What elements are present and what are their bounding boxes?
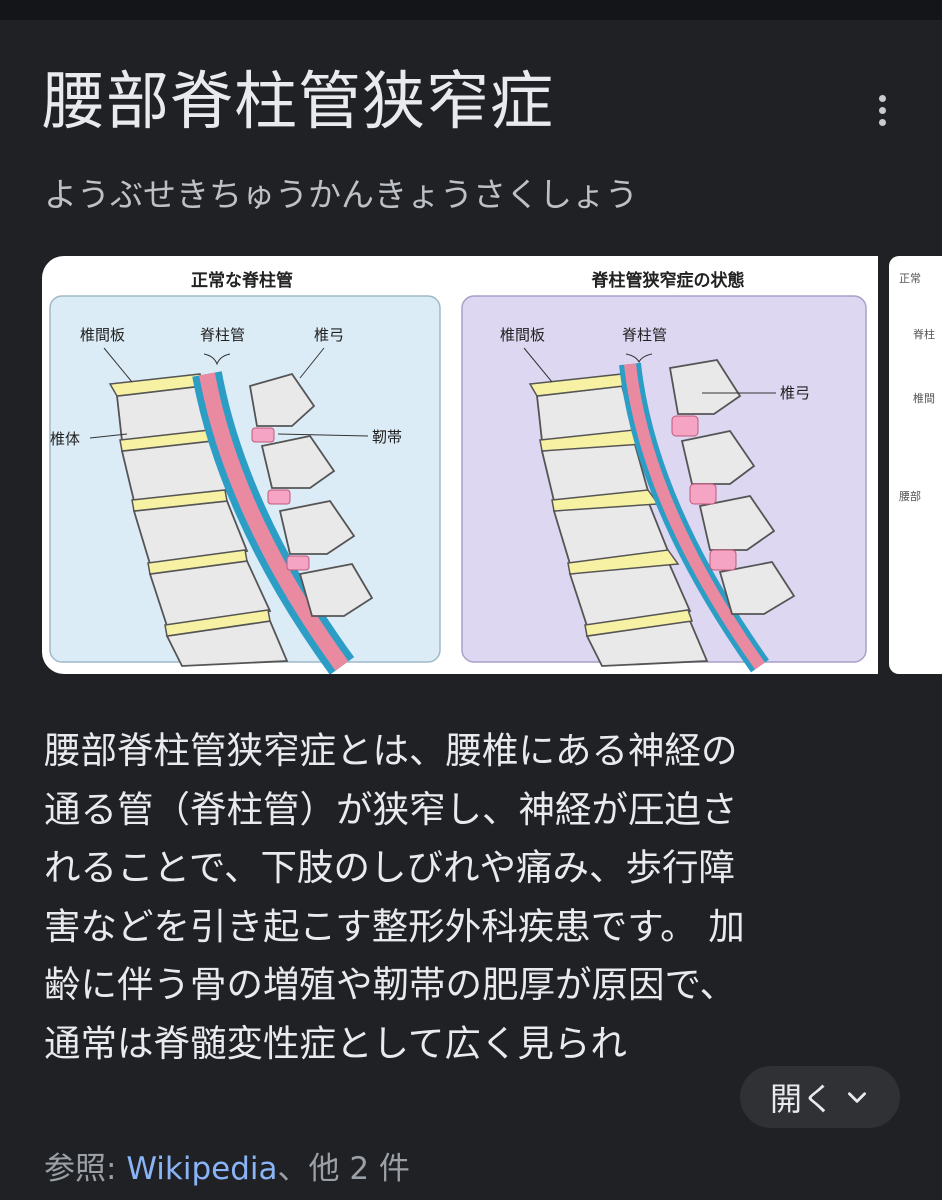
stenosis-panel-title: 脊柱管狭窄症の状態 [591,270,745,291]
refs-suffix: 、他 2 件 [277,1151,410,1187]
snippet-line: 害などを引き起こす整形外科疾患です。 加 [44,904,745,948]
snippet-line: 腰部脊柱管狭窄症とは、腰椎にある神経の [44,729,738,772]
label-disc-left: 椎間板 [80,326,125,344]
label-disc-right: 椎間板 [500,326,545,344]
expand-label: 開く [769,1080,834,1118]
next-image-peek[interactable]: 正常 脊柱 椎間 腰部 [889,256,942,674]
references: 参照: Wikipedia、他 2 件 [44,1146,410,1192]
more-vert-icon [878,94,886,102]
snippet-line: 齢に伴う骨の増殖や靭帯の肥厚が原因で、 [44,963,737,1007]
label-arch-left: 椎弓 [314,326,344,344]
reading-subtitle: ようぶせきちゅうかんきょうさくしょう [44,175,638,214]
wikipedia-link[interactable]: Wikipedia [126,1151,278,1187]
label-arch-right: 椎弓 [780,384,810,402]
label-canal-right: 脊柱管 [622,326,667,344]
description-snippet: 腰部脊柱管狭窄症とは、腰椎にある神経の 通る管（脊柱管）が狭窄し、神経が圧迫さ … [44,722,904,1074]
normal-panel-title: 正常な脊柱管 [191,270,293,291]
refs-prefix: 参照: [44,1151,127,1187]
snippet-line: 通る管（脊柱管）が狭窄し、神経が圧迫さ [44,787,738,831]
spine-diagram: 正常な脊柱管 [49,270,867,674]
label-body-left: 椎体 [50,430,80,448]
more-options-button[interactable] [858,86,906,134]
status-bar-strip [0,0,942,20]
image-carousel[interactable]: 正常な脊柱管 [42,256,942,674]
label-ligament-left: 靭帯 [372,428,402,446]
snippet-line: 通常は脊髄変性症として広く見られ [44,1021,627,1065]
expand-button[interactable]: 開く [740,1066,900,1128]
spine-diagram-image[interactable]: 正常な脊柱管 [42,256,878,674]
page-title: 腰部脊柱管狭窄症 [42,65,554,138]
chevron-down-icon [848,1092,866,1103]
label-canal-left: 脊柱管 [200,326,245,344]
snippet-line: れることで、下肢のしびれや痛み、歩行障 [44,846,735,890]
snippet-fade [640,1064,750,1124]
